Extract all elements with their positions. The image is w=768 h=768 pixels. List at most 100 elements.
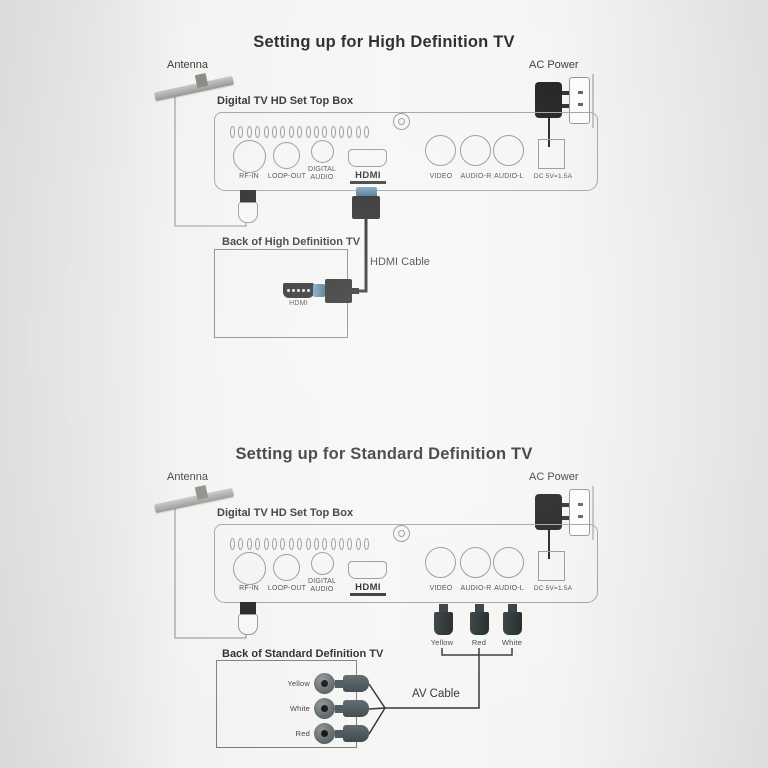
rf-plug-connector bbox=[240, 190, 256, 203]
sd-setup-section: Setting up for Standard Definition TV An… bbox=[0, 412, 768, 768]
av-plug-neck-red bbox=[475, 604, 484, 614]
audio-r-port bbox=[460, 135, 491, 166]
vent-holes bbox=[230, 125, 373, 143]
hd-ac-power-label: AC Power bbox=[529, 59, 579, 71]
adapter-prong bbox=[562, 91, 571, 95]
hd-setup-section: Setting up for High Definition TV Antenn… bbox=[153, 33, 598, 338]
hdmi-port-pins bbox=[287, 289, 290, 292]
tv-hdmi-connector-nub bbox=[351, 288, 359, 294]
hdmi-connector-body bbox=[352, 196, 380, 219]
av-plug-neck-white bbox=[508, 604, 517, 614]
adapter-prong bbox=[562, 516, 571, 520]
set-top-box-rear-panel bbox=[214, 112, 598, 191]
adapter-prong bbox=[562, 104, 571, 108]
audio-l-port bbox=[493, 547, 524, 578]
digital-audio-label-1: DIGITAL bbox=[307, 166, 337, 173]
tv-rca-neck-white bbox=[335, 705, 344, 713]
sd-ac-power-label: AC Power bbox=[529, 471, 579, 483]
screw-center bbox=[398, 118, 405, 125]
tv-hdmi-connector-tip bbox=[313, 284, 325, 297]
rf-plug-body bbox=[238, 614, 258, 635]
audio-r-port bbox=[460, 547, 491, 578]
tv-jack-white bbox=[314, 698, 335, 719]
av-plug-neck-yellow bbox=[439, 604, 448, 614]
tv-rca-plug-red bbox=[343, 725, 369, 742]
adapter-prong bbox=[562, 503, 571, 507]
hdmi-logo: HDMI bbox=[355, 582, 381, 593]
audio-l-label: AUDIO-L bbox=[494, 585, 524, 592]
audio-l-port bbox=[493, 135, 524, 166]
av-cable-label: AV Cable bbox=[412, 688, 460, 700]
loop-out-port bbox=[273, 554, 300, 581]
hdmi-logo: HDMI bbox=[355, 170, 381, 181]
hdmi-port bbox=[348, 149, 387, 167]
loop-out-label: LOOP-OUT bbox=[267, 173, 307, 180]
outlet-slot bbox=[578, 503, 583, 506]
video-label: VIDEO bbox=[429, 585, 453, 592]
av-plug-label-red: Red bbox=[471, 638, 487, 647]
audio-l-label: AUDIO-L bbox=[494, 173, 524, 180]
hdmi-port bbox=[348, 561, 387, 579]
av-plug-label-yellow: Yellow bbox=[430, 638, 454, 647]
av-plug-label-white: White bbox=[501, 638, 523, 647]
rf-in-port bbox=[233, 140, 266, 173]
tv-rca-plug-white bbox=[343, 700, 369, 717]
hdmi-cable-line bbox=[357, 218, 368, 293]
wall-edge-line bbox=[592, 74, 594, 128]
tv-jack-label-red: Red bbox=[295, 729, 310, 738]
digital-audio-label-2: AUDIO bbox=[310, 174, 334, 181]
screw-icon bbox=[393, 113, 410, 130]
screw-center bbox=[398, 530, 405, 537]
vent-holes bbox=[230, 537, 373, 555]
screw-icon bbox=[393, 525, 410, 542]
antenna-mount bbox=[194, 484, 209, 501]
digital-audio-label-2: AUDIO bbox=[310, 586, 334, 593]
tv-rca-neck-red bbox=[335, 730, 344, 738]
rf-plug-body bbox=[238, 202, 258, 223]
av-plug-red bbox=[470, 612, 489, 635]
av-plug-yellow bbox=[434, 612, 453, 635]
outlet-slot bbox=[578, 515, 583, 518]
video-port bbox=[425, 547, 456, 578]
video-label: VIDEO bbox=[429, 173, 453, 180]
video-port bbox=[425, 135, 456, 166]
tv-rca-neck-yellow bbox=[335, 680, 344, 688]
audio-r-label: AUDIO-R bbox=[460, 585, 492, 592]
hd-stb-label: Digital TV HD Set Top Box bbox=[217, 95, 354, 107]
rf-in-port bbox=[233, 552, 266, 585]
set-top-box-rear-panel bbox=[214, 524, 598, 603]
digital-audio-label-1: DIGITAL bbox=[307, 578, 337, 585]
tv-hdmi-connector-body bbox=[325, 279, 352, 303]
hdmi-logo-subtext-bar bbox=[350, 593, 386, 596]
audio-r-label: AUDIO-R bbox=[460, 173, 492, 180]
outlet-slot bbox=[578, 103, 583, 106]
rf-in-label: RF-IN bbox=[239, 173, 259, 180]
sd-stb-label: Digital TV HD Set Top Box bbox=[217, 507, 354, 519]
outlet-slot bbox=[578, 91, 583, 94]
hd-title: Setting up for High Definition TV bbox=[253, 33, 515, 51]
tv-hdmi-port-label: HDMI bbox=[289, 300, 308, 307]
wall-edge-line bbox=[592, 486, 594, 540]
sd-antenna-label: Antenna bbox=[167, 471, 208, 483]
sd-title: Setting up for Standard Definition TV bbox=[235, 445, 533, 463]
tv-jack-red bbox=[314, 723, 335, 744]
hdmi-connector-tip bbox=[356, 187, 377, 197]
rf-plug-connector bbox=[240, 602, 256, 615]
dc-power-label: DC 5V=1.5A bbox=[533, 173, 573, 180]
rf-in-label: RF-IN bbox=[239, 585, 259, 592]
hd-tv-label: Back of High Definition TV bbox=[222, 236, 361, 248]
hd-cable-lines-layer bbox=[174, 94, 550, 293]
loop-out-port bbox=[273, 142, 300, 169]
loop-out-label: LOOP-OUT bbox=[267, 585, 307, 592]
dc-power-label: DC 5V=1.5A bbox=[533, 585, 573, 592]
hdmi-logo-subtext-bar bbox=[350, 181, 386, 184]
tv-rca-plug-yellow bbox=[343, 675, 369, 692]
tv-jack-label-white: White bbox=[289, 704, 310, 713]
av-plug-white bbox=[503, 612, 522, 635]
tv-hdmi-port bbox=[283, 283, 314, 298]
tv-jack-yellow bbox=[314, 673, 335, 694]
digital-audio-port bbox=[311, 552, 334, 575]
tv-jack-label-yellow: Yellow bbox=[287, 679, 310, 688]
hd-antenna-label: Antenna bbox=[167, 59, 208, 71]
